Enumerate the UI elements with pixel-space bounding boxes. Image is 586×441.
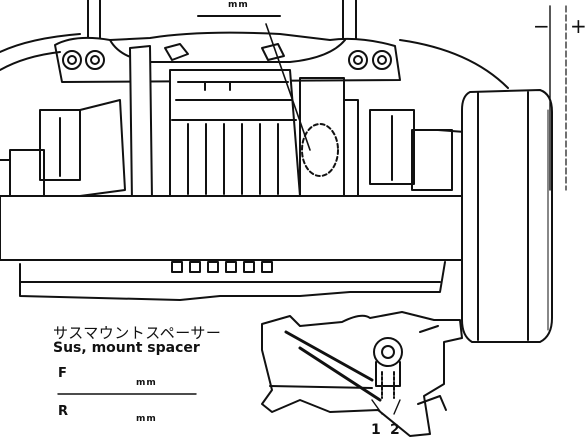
rear-unit: mm — [136, 414, 157, 424]
camber-minus-sign: − — [533, 14, 550, 38]
top-measure-unit: mm — [228, 0, 249, 10]
camber-plus-sign: + — [570, 14, 586, 38]
right-hub — [369, 109, 466, 191]
upper-arm-right — [399, 39, 509, 89]
chassis-lower — [19, 261, 446, 301]
chassis-plate — [0, 195, 523, 261]
upper-arm-left — [0, 33, 81, 53]
plate-screws — [171, 261, 273, 273]
spacer-label-english: Sus, mount spacer — [53, 340, 200, 356]
front-label: F — [58, 366, 67, 381]
sus-mount-inset — [261, 311, 463, 437]
spacer-label-japanese: サスマウントスペーサー — [53, 324, 222, 342]
front-unit: mm — [136, 378, 157, 388]
wheel — [461, 89, 553, 343]
rear-label: R — [58, 404, 69, 419]
left-hub — [0, 99, 126, 199]
hole-number-1: 1 — [371, 422, 381, 438]
hole-number-2: 2 — [390, 422, 400, 438]
